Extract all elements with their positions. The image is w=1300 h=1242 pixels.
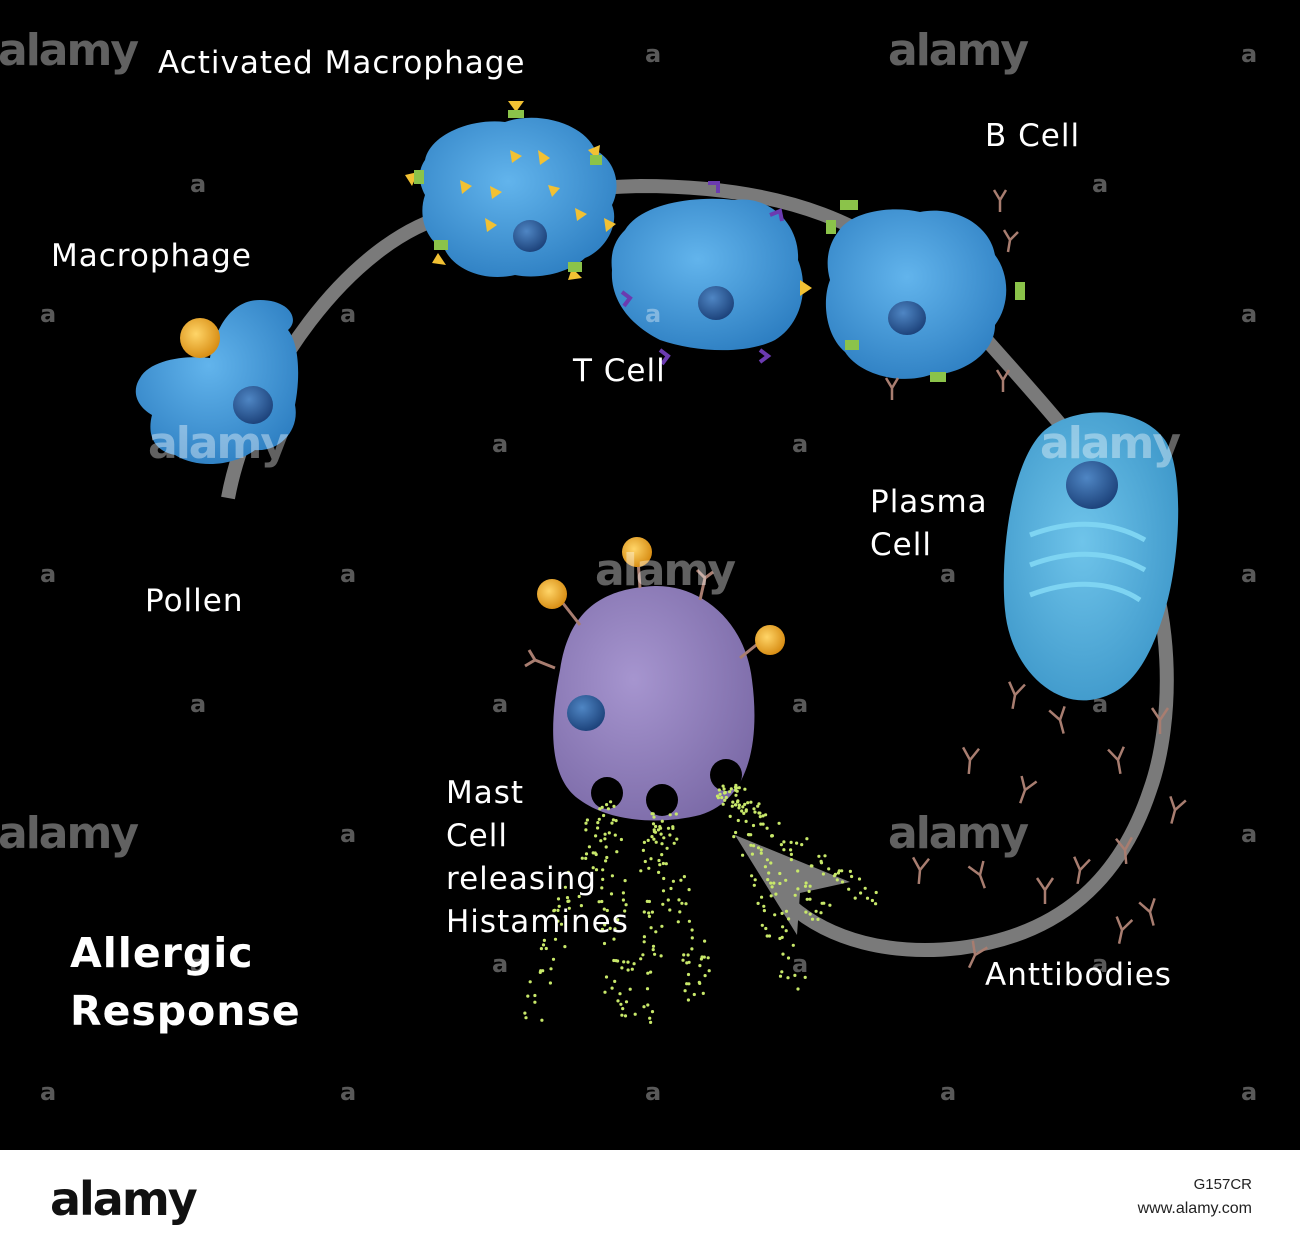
watermark-mark: a: [792, 950, 809, 978]
antibody-icon: [1008, 681, 1026, 710]
label-plasma-cell-line2: Cell: [870, 527, 932, 563]
watermark-mark: a: [492, 690, 509, 718]
image-id: G157CR: [1193, 1176, 1252, 1193]
b-cell: [825, 189, 1025, 400]
watermark-mark: a: [190, 950, 207, 978]
pollen-grain: [755, 625, 785, 655]
site-link[interactable]: www.alamy.com: [1137, 1200, 1252, 1217]
antibody-icon: [1150, 707, 1170, 734]
watermark-mark: a: [1241, 40, 1258, 68]
antibody-icon: [1048, 705, 1066, 734]
antibody-icon: [961, 746, 980, 775]
watermark-mark: a: [1092, 690, 1109, 718]
mast-cell: [524, 537, 785, 821]
watermark-logo: alamy: [595, 545, 736, 596]
title-line1: Allergic: [70, 929, 254, 977]
watermark-mark: a: [1241, 560, 1258, 588]
label-pollen: Pollen: [145, 583, 244, 619]
label-mast-cell-line4: Histamines: [446, 904, 629, 940]
pollen-grain: [180, 318, 220, 358]
watermark-logo: alamy: [0, 25, 139, 76]
label-mast-cell-line3: releasing: [446, 861, 597, 897]
watermark-mark: a: [340, 820, 357, 848]
label-mast-cell-line1: Mast: [446, 775, 525, 811]
watermark-mark: a: [1241, 820, 1258, 848]
title-line2: Response: [70, 987, 301, 1035]
watermark-mark: a: [190, 690, 207, 718]
watermark-mark: a: [940, 1078, 957, 1106]
antibody-icon: [1035, 877, 1055, 904]
footer-bar: alamy G157CR www.alamy.com: [0, 1150, 1300, 1242]
watermark-logo: alamy: [1040, 418, 1181, 469]
watermark-logo: alamy: [148, 418, 289, 469]
antibody-icon: [911, 856, 930, 885]
watermark-mark: a: [645, 300, 662, 328]
antibody-icon: [1138, 897, 1156, 926]
label-macrophage: Macrophage: [51, 238, 252, 274]
antibody-molecules: [911, 681, 1187, 969]
alamy-logo[interactable]: alamy: [50, 1172, 198, 1226]
label-plasma-cell-line1: Plasma: [870, 484, 988, 520]
label-b-cell: B Cell: [985, 118, 1081, 154]
watermark-mark: a: [645, 1078, 662, 1106]
antibody-icon: [1115, 916, 1134, 944]
watermark-mark: a: [40, 1078, 57, 1106]
plasma-cell: [1003, 412, 1179, 701]
watermark-logo: alamy: [888, 808, 1029, 859]
watermark-mark: a: [645, 40, 662, 68]
watermark-logo: alamy: [888, 25, 1029, 76]
watermark-mark: a: [190, 170, 207, 198]
watermark-mark: a: [340, 300, 357, 328]
watermark-mark: a: [340, 560, 357, 588]
watermark-mark: a: [1092, 950, 1109, 978]
label-mast-cell-line2: Cell: [446, 818, 508, 854]
antibody-icon: [967, 940, 988, 969]
watermark-mark: a: [40, 300, 57, 328]
watermark-logo: alamy: [0, 808, 139, 859]
watermark-mark: a: [1092, 170, 1109, 198]
pollen-grain: [537, 579, 567, 609]
histamine-particles: [523, 783, 878, 1024]
watermark-mark: a: [40, 560, 57, 588]
watermark-mark: a: [940, 560, 957, 588]
pollen-grain: [622, 537, 652, 567]
watermark-mark: a: [1241, 1078, 1258, 1106]
cycle-arrowhead: [735, 835, 850, 935]
activated-macrophage-cell: [405, 101, 617, 280]
label-t-cell: T Cell: [573, 353, 666, 389]
macrophage-cell: [135, 300, 299, 465]
antibody-icon: [967, 860, 986, 889]
watermark-mark: a: [492, 950, 509, 978]
watermark-mark: a: [340, 1078, 357, 1106]
watermark-mark: a: [792, 690, 809, 718]
t-cell: [604, 181, 812, 366]
antibody-icon: [1107, 746, 1125, 775]
watermark-mark: a: [1241, 300, 1258, 328]
antibody-icon: [1169, 795, 1187, 824]
antibody-icon: [1115, 836, 1134, 865]
antibody-icon: [1019, 775, 1038, 804]
watermark-mark: a: [792, 430, 809, 458]
label-antibodies: Anttibodies: [985, 957, 1172, 993]
label-activated-macrophage: Activated Macrophage: [158, 45, 526, 81]
antibody-icon: [1073, 856, 1091, 885]
watermark-mark: a: [492, 430, 509, 458]
